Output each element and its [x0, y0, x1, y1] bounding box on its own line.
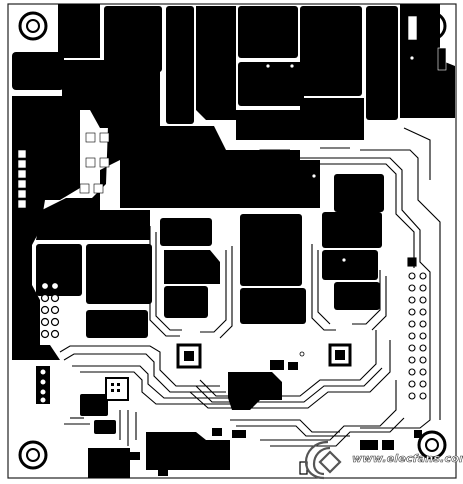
ic-u1	[176, 343, 202, 369]
mounting-holes	[18, 11, 447, 470]
small-components	[30, 55, 422, 476]
board-outline	[7, 3, 457, 479]
ic-chips	[105, 343, 352, 401]
pads-and-vias	[17, 15, 447, 209]
watermark-text: www.elecfans.com	[352, 452, 463, 466]
ic-u3	[105, 377, 129, 401]
header-pins-left	[36, 281, 60, 404]
ic-u2	[328, 343, 352, 367]
header-pins-right	[407, 257, 427, 400]
copper-pours	[12, 4, 455, 478]
elecfans-logo-icon	[304, 440, 342, 480]
